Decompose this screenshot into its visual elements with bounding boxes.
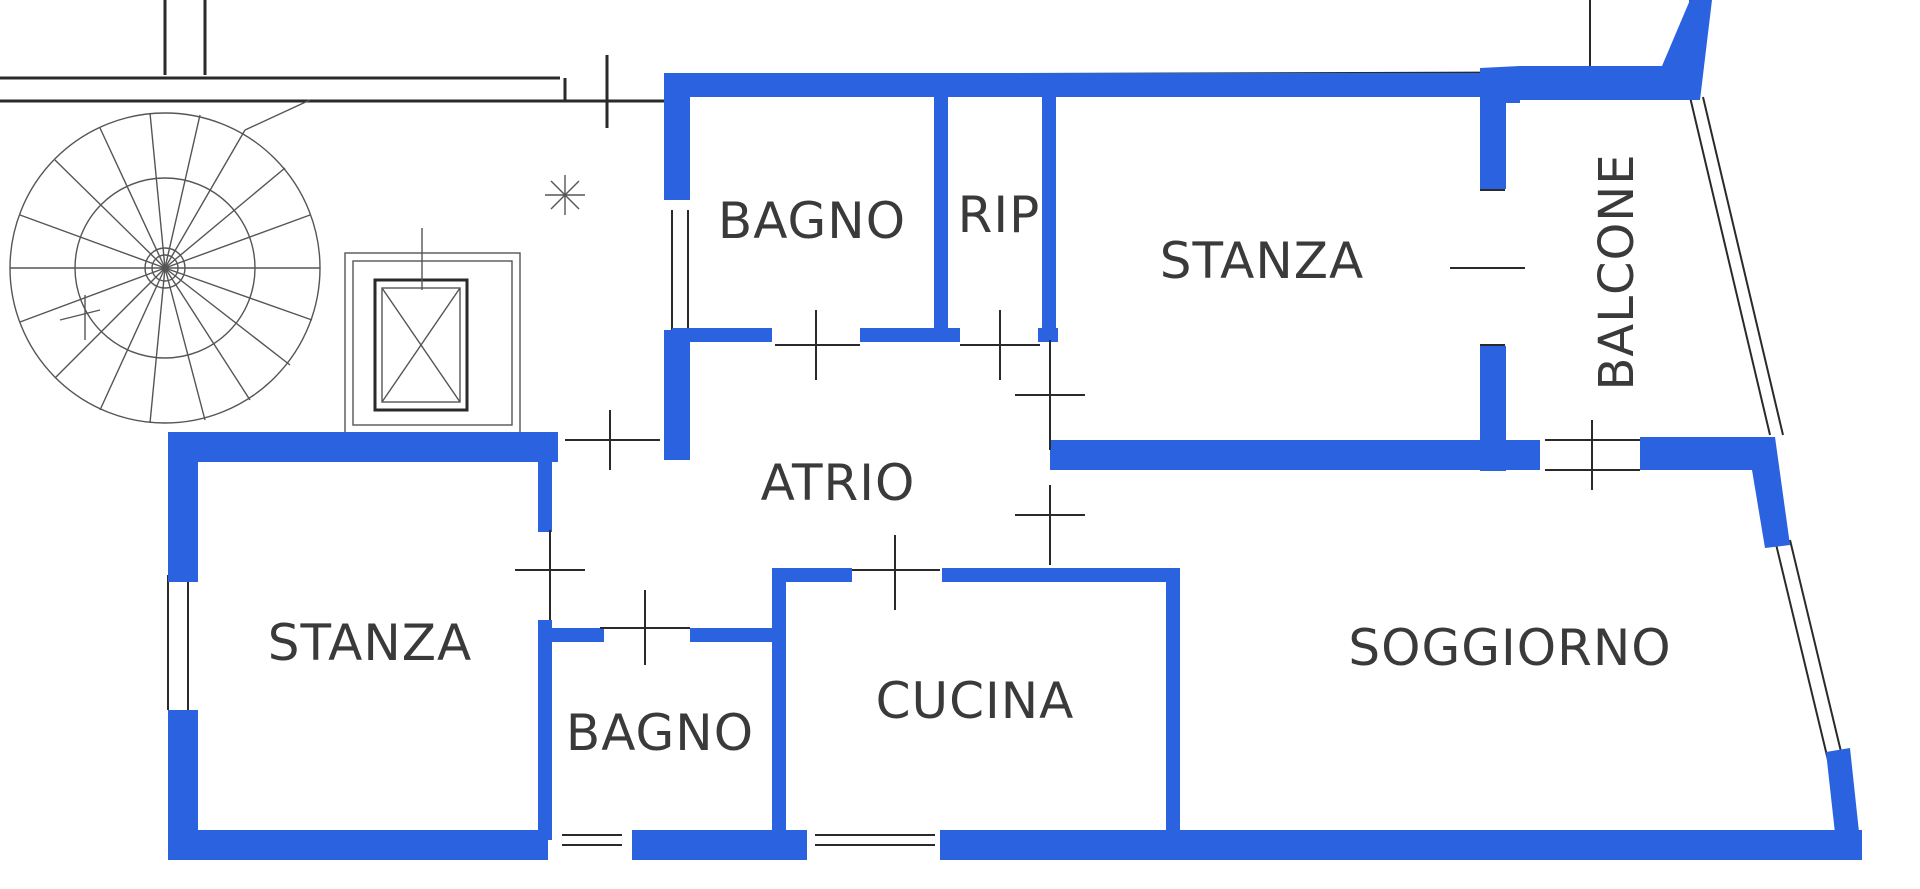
wall-stanza-bottom — [1050, 440, 1540, 470]
wall-bottom-1 — [168, 830, 548, 860]
wall-bagno-bottom-right — [860, 328, 948, 342]
elevator-shaft-icon — [344, 228, 521, 434]
wall-left-side-lower — [168, 710, 198, 860]
wall-bagno2-top-right — [690, 628, 785, 642]
wall-cucina-top-right — [942, 568, 1180, 582]
wall-rip-bottom — [945, 328, 960, 342]
wall-stanza-bagno-divider-lower — [538, 620, 552, 840]
room-label-cucina: CUCINA — [876, 672, 1075, 730]
wall-top — [664, 0, 1712, 200]
door-marks — [515, 267, 1593, 665]
wall-left-top — [168, 432, 558, 462]
wall-bagno-cucina-divider — [772, 572, 786, 842]
room-label-rip: RIP — [958, 186, 1041, 244]
wall-bottom-3 — [940, 830, 1862, 860]
wall-rip-stanza-divider — [1042, 97, 1056, 337]
adjacent-building-lines — [0, 0, 1591, 128]
wall-bagno-rip-divider — [934, 97, 948, 337]
wall-balcone-soggiorno — [1640, 437, 1790, 548]
wall-bagno2-top-left — [540, 628, 604, 642]
wall-rip-bottom-right — [1038, 328, 1058, 342]
wall-cucina-top-left — [772, 568, 852, 582]
room-label-atrio: ATRIO — [761, 454, 916, 512]
room-label-stanza-left: STANZA — [268, 614, 472, 672]
room-label-bagno-top: BAGNO — [718, 192, 906, 250]
wall-stanza-balcone — [1480, 97, 1506, 189]
room-label-stanza-top: STANZA — [1160, 232, 1364, 290]
wall-bagno-bottom-left — [672, 328, 772, 342]
wall-cucina-soggiorno-divider — [1166, 572, 1180, 840]
room-label-balcone: BALCONE — [1589, 153, 1645, 390]
walls — [168, 0, 1862, 860]
room-label-bagno-bottom: BAGNO — [566, 704, 754, 762]
wall-atrio-left-upper — [664, 330, 690, 460]
wall-left-side-upper — [168, 432, 198, 582]
wall-stanza-bagno-divider — [538, 462, 552, 532]
light-fixture-icon — [545, 175, 585, 215]
spiral-staircase-icon — [9, 99, 321, 424]
room-label-soggiorno: SOGGIORNO — [1348, 619, 1671, 677]
